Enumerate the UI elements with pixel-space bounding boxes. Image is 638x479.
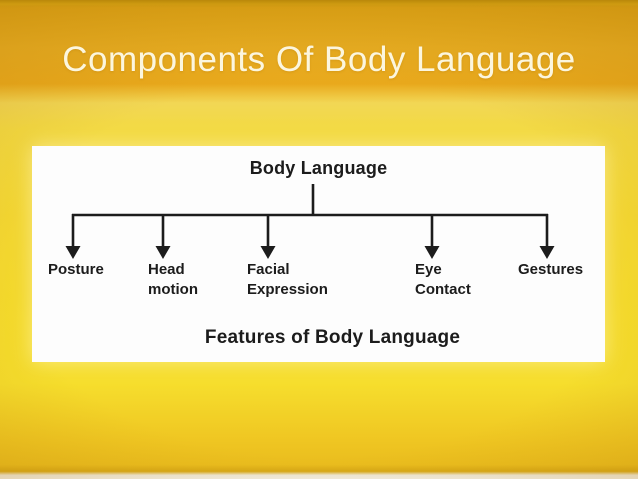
branch-label-head-motion: Head motion bbox=[148, 260, 198, 300]
diagram-panel: Body Language bbox=[32, 146, 605, 362]
branch-label-line: Contact bbox=[415, 281, 471, 298]
branch-arrow bbox=[65, 214, 81, 259]
connector-lines bbox=[65, 184, 555, 259]
diagram-root-label: Body Language bbox=[249, 158, 388, 178]
branch-label-posture: Posture bbox=[48, 260, 104, 280]
branch-label-line: Head bbox=[148, 261, 185, 278]
branch-label-line: Posture bbox=[48, 261, 104, 278]
branch-arrow bbox=[539, 214, 555, 259]
branch-label-gestures: Gestures bbox=[518, 260, 583, 280]
slide-title: Components Of Body Language bbox=[62, 40, 576, 79]
branch-label-line: Expression bbox=[247, 281, 328, 298]
branch-label-line: motion bbox=[148, 281, 198, 298]
branch-label-line: Eye bbox=[415, 261, 442, 278]
branch-label-eye-contact: Eye Contact bbox=[415, 260, 471, 300]
diagram-caption: Features of Body Language bbox=[204, 327, 461, 348]
branch-arrow bbox=[155, 214, 171, 259]
top-edge-strip bbox=[0, 0, 638, 7]
branch-arrow bbox=[424, 214, 440, 259]
branch-arrow bbox=[260, 214, 276, 259]
branch-label-facial-expression: Facial Expression bbox=[247, 260, 328, 300]
branch-label-line: Gestures bbox=[518, 261, 584, 278]
branch-label-line: Facial bbox=[247, 261, 290, 278]
